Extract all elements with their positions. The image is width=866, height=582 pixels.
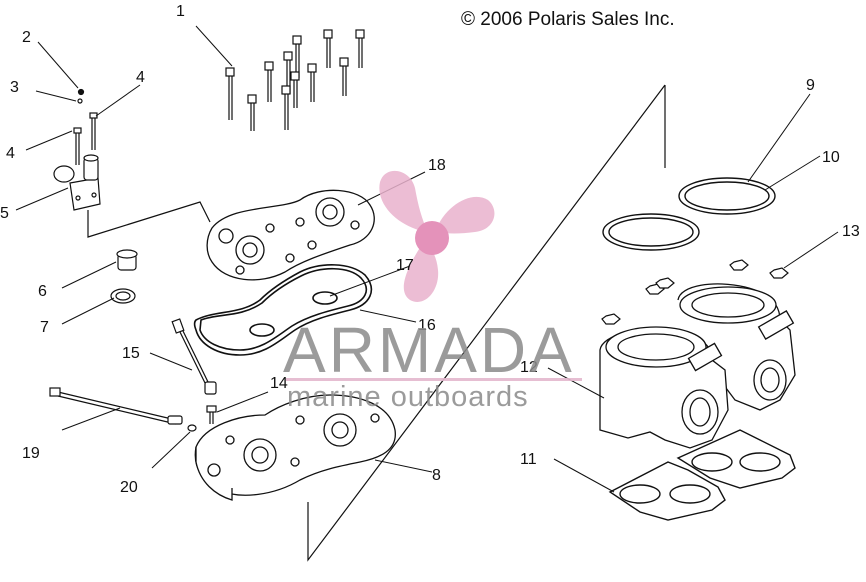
group-line-diagonal bbox=[307, 84, 666, 562]
callout-7: 7 bbox=[40, 319, 49, 336]
small-bolt bbox=[206, 405, 217, 424]
head-cover bbox=[206, 189, 375, 281]
callout-labels: 1 2 3 4 4 5 6 7 8 9 10 11 12 13 14 15 16… bbox=[0, 3, 860, 496]
callout-17: 17 bbox=[396, 257, 414, 274]
callout-10: 10 bbox=[822, 149, 840, 166]
callout-12: 12 bbox=[520, 359, 538, 376]
base-gaskets bbox=[608, 429, 796, 521]
cylinder-block bbox=[599, 283, 796, 449]
callout-15: 15 bbox=[122, 345, 140, 362]
callout-8: 8 bbox=[432, 467, 441, 484]
callout-13: 13 bbox=[842, 223, 860, 240]
cylinder-head bbox=[194, 394, 396, 501]
callout-4b: 4 bbox=[6, 145, 15, 162]
sensor-cable bbox=[49, 387, 197, 432]
housing-bracket-line bbox=[87, 201, 211, 238]
callout-6: 6 bbox=[38, 283, 47, 300]
cylinder-nuts bbox=[601, 259, 789, 325]
callout-9: 9 bbox=[806, 77, 815, 94]
callout-18: 18 bbox=[428, 157, 446, 174]
thermostat bbox=[110, 249, 138, 304]
cylinder-seals bbox=[602, 177, 776, 251]
head-bolts bbox=[225, 29, 365, 131]
callout-5: 5 bbox=[0, 205, 9, 222]
callout-1: 1 bbox=[176, 3, 185, 20]
callout-3: 3 bbox=[10, 79, 19, 96]
leader-lines bbox=[15, 25, 839, 493]
callout-20: 20 bbox=[120, 479, 138, 496]
temp-sensor bbox=[171, 318, 217, 395]
thermostat-housing bbox=[53, 88, 101, 211]
callout-14: 14 bbox=[270, 375, 288, 392]
watermark-tagline: marine outboards bbox=[287, 381, 529, 413]
callout-2: 2 bbox=[22, 29, 31, 46]
callout-19: 19 bbox=[22, 445, 40, 462]
callout-4a: 4 bbox=[136, 69, 145, 86]
watermark-divider bbox=[286, 378, 582, 381]
callout-11: 11 bbox=[520, 451, 537, 468]
propeller-logo bbox=[379, 170, 495, 302]
copyright-notice: © 2006 Polaris Sales Inc. bbox=[461, 9, 675, 30]
head-gasket bbox=[193, 264, 373, 356]
watermark-brand: ARMADA bbox=[283, 314, 575, 386]
callout-16: 16 bbox=[418, 317, 436, 334]
